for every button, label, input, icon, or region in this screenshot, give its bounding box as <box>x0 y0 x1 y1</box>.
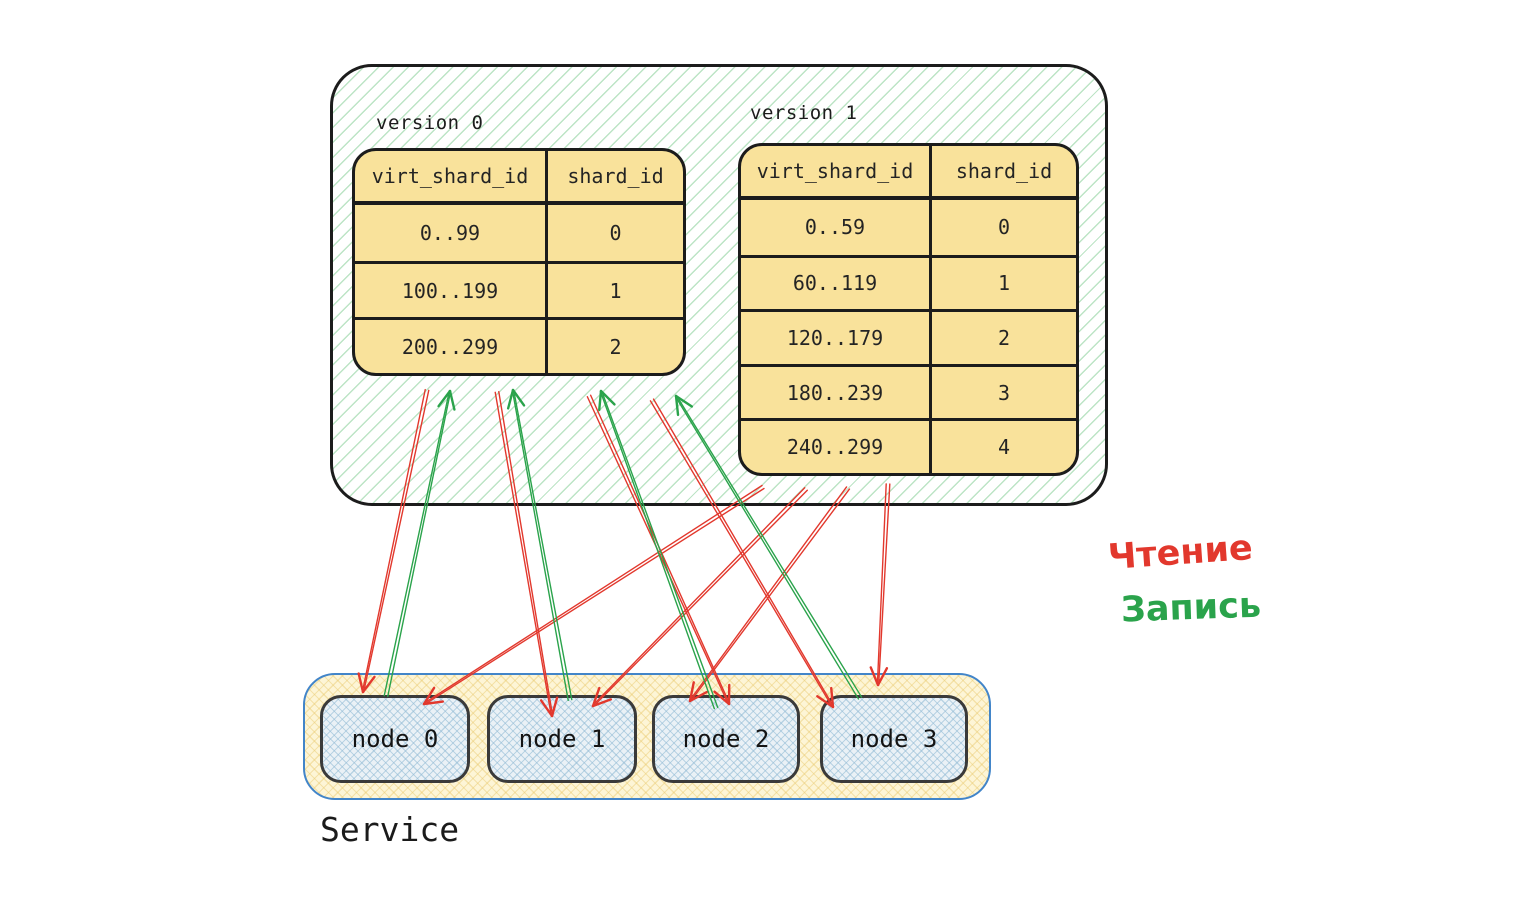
node-0-box: node 0 <box>320 695 470 783</box>
node-3-box: node 3 <box>820 695 968 783</box>
table-cell: 1 <box>932 254 1076 310</box>
table-header-cell: shard_id <box>932 146 1076 200</box>
node-1-box: node 1 <box>487 695 637 783</box>
table-cell: 120..179 <box>741 309 932 364</box>
node-1-label: node 1 <box>518 725 606 753</box>
table-cell: 240..299 <box>741 418 932 473</box>
node-2-label: node 2 <box>682 725 770 753</box>
table-cell: 60..119 <box>741 254 932 310</box>
table-cell: 0..99 <box>355 205 548 261</box>
version-0-label: version 0 <box>376 112 484 134</box>
table-header-cell: shard_id <box>548 151 683 205</box>
table-cell: 1 <box>548 261 683 317</box>
table-cell: 200..299 <box>355 317 548 373</box>
table-header-cell: virt_shard_id <box>741 146 932 200</box>
table-cell: 2 <box>548 317 683 373</box>
table-cell: 4 <box>932 418 1076 473</box>
table-cell: 3 <box>932 363 1076 419</box>
table-cell: 2 <box>932 309 1076 364</box>
shard-table-version-1: virt_shard_id shard_id 0..59 0 60..119 1… <box>738 143 1079 476</box>
table-cell: 180..239 <box>741 363 932 419</box>
shard-table-version-0: virt_shard_id shard_id 0..99 0 100..199 … <box>352 148 686 376</box>
table-cell: 100..199 <box>355 261 548 317</box>
node-2-box: node 2 <box>652 695 800 783</box>
table-cell: 0 <box>997 215 1011 240</box>
legend-write-label: Запись <box>1120 585 1262 631</box>
node-0-label: node 0 <box>351 725 439 753</box>
service-label: Service <box>320 810 460 849</box>
version-1-label: version 1 <box>750 102 858 124</box>
node-3-label: node 3 <box>850 725 938 753</box>
table-cell: 0 <box>609 221 622 245</box>
table-cell: 0..59 <box>741 200 932 255</box>
legend-read-label: Чтение <box>1106 527 1254 579</box>
table-header-cell: virt_shard_id <box>355 151 548 205</box>
